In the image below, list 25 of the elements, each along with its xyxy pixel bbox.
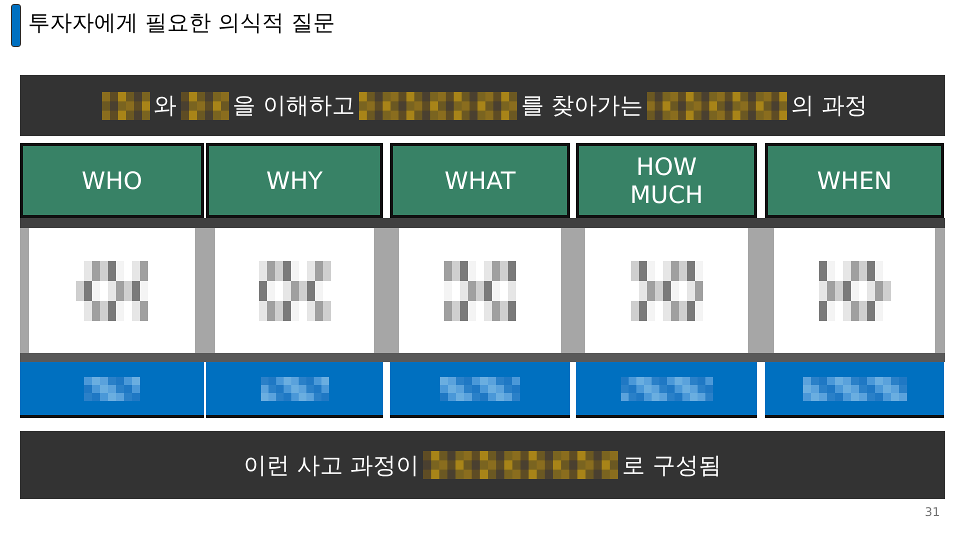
content-box xyxy=(215,228,374,353)
column-header: WHAT xyxy=(390,143,570,218)
slide-title: 투자자에게 필요한 의식적 질문 xyxy=(28,10,336,38)
column-header: WHO xyxy=(20,143,204,218)
sentence-banner xyxy=(20,75,945,136)
banner-text: 의 과정 xyxy=(791,92,868,121)
label-bar xyxy=(206,362,383,418)
content-box xyxy=(774,228,935,353)
label-bar xyxy=(20,362,204,418)
content-box xyxy=(29,228,195,353)
label-bar xyxy=(765,362,944,418)
banner-text: 를 찾아가는 xyxy=(520,92,644,121)
column-header: WHY xyxy=(206,143,383,218)
content-box xyxy=(585,228,748,353)
label-bar xyxy=(390,362,570,418)
page-number: 31 xyxy=(924,505,940,521)
banner-text: 이런 사고 과정이 xyxy=(244,452,420,480)
banner-text: 로 구성됨 xyxy=(622,452,722,480)
content-box xyxy=(399,228,561,353)
label-bar xyxy=(576,362,757,418)
column-header: HOW MUCH xyxy=(576,143,757,218)
sentence-banner xyxy=(20,431,945,499)
banner-text: 와 xyxy=(154,92,177,121)
column-header: WHEN xyxy=(765,143,944,218)
banner-text: 을 이해하고 xyxy=(232,92,355,121)
